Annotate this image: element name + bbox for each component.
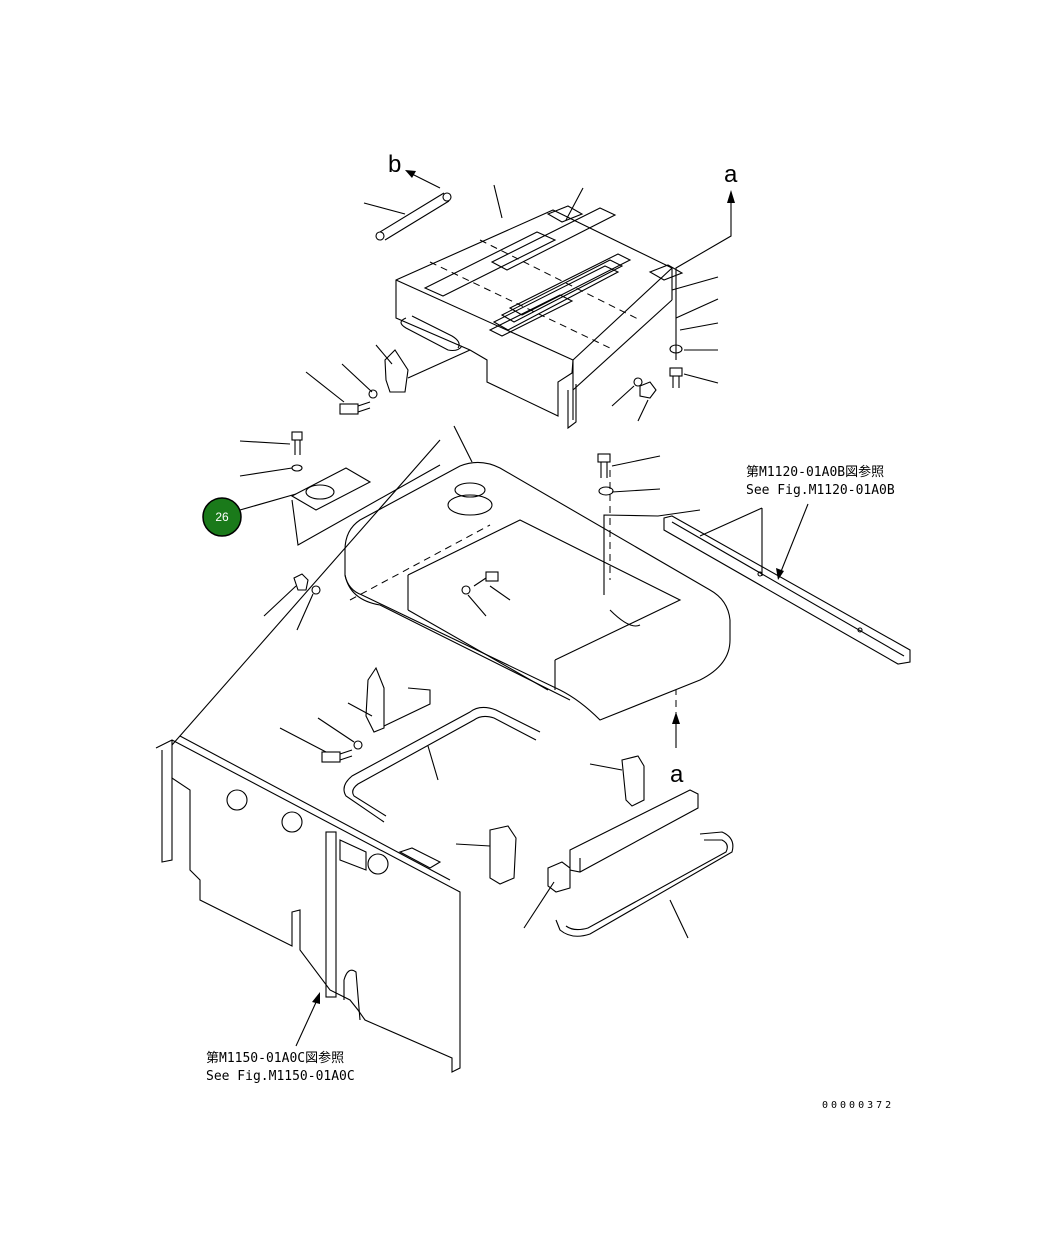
callout-circle[interactable]: [202, 497, 242, 537]
leader-lines: [239, 184, 809, 1047]
ref-bottom-en: See Fig.M1150-01A0C: [206, 1069, 355, 1084]
bolt-mid-right: [597, 453, 614, 496]
bracket-bottom-right: [547, 789, 734, 937]
latch-top: [339, 349, 471, 415]
drawing-number: 00000372: [822, 1100, 894, 1111]
ref-right-jp: 第M1120-01A0B図参照: [746, 464, 884, 480]
grab-bar-mid: [343, 706, 541, 823]
arrow-label-a-bottom: a: [670, 761, 684, 788]
side-rail-right: [663, 515, 911, 665]
ref-right-en: See Fig.M1120-01A0B: [746, 483, 895, 498]
cover-plate-left: [290, 431, 441, 546]
arrow-a-bottom: [672, 580, 680, 748]
hardware-mid-left: [293, 571, 499, 595]
rear-frame-panel: [155, 439, 461, 1073]
callout-number: 26: [215, 510, 229, 524]
gas-strut-top: [375, 192, 452, 241]
callout-26[interactable]: 26: [202, 497, 242, 537]
arrow-b-top: [405, 170, 441, 189]
arrow-label-b-top: b: [388, 151, 401, 178]
arrow-a-top: [675, 190, 735, 360]
ref-bottom-jp: 第M1150-01A0C図参照: [206, 1050, 344, 1066]
arrow-label-a-top: a: [724, 161, 738, 188]
floor-cover: [344, 461, 731, 721]
top-cover: [395, 205, 684, 430]
latch-mid: [321, 666, 431, 763]
hardware-top-right: [633, 344, 683, 399]
blocks-bottom: [489, 755, 645, 885]
